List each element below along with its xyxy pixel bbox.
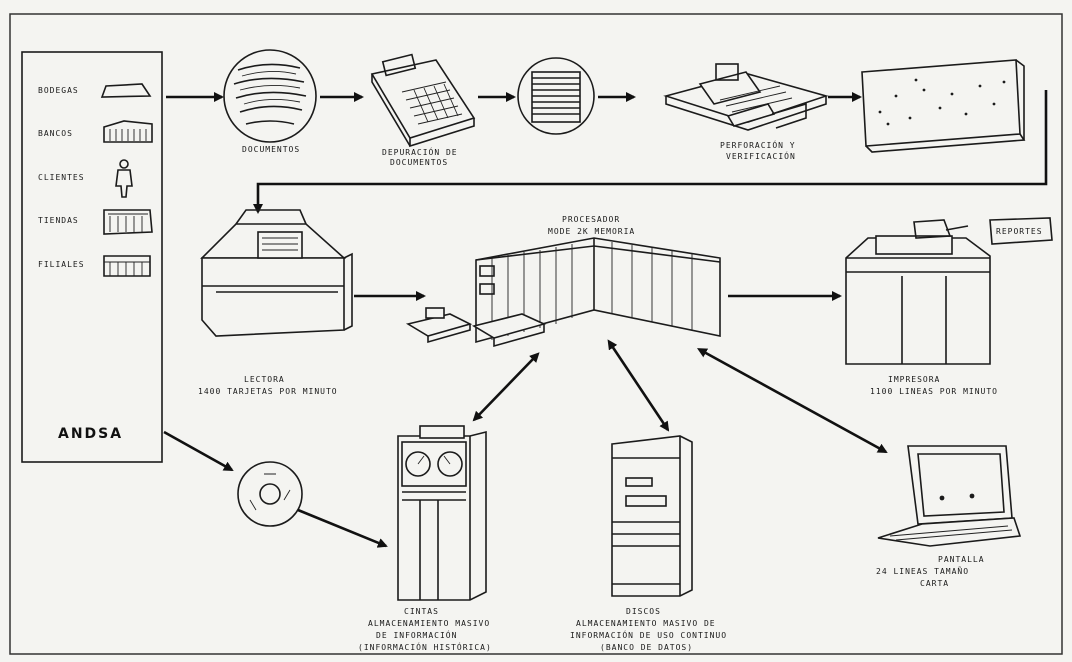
bidirectional-arrow-discos bbox=[612, 346, 668, 430]
impresora-node: REPORTES IMPRESORA 1100 LINEAS POR MINUT… bbox=[846, 218, 1052, 396]
sources-panel: BODEGAS BANCOS CLIENTES TIENDAS F bbox=[22, 52, 162, 462]
node-label: DOCUMENTOS bbox=[242, 145, 300, 154]
warehouse-icon bbox=[102, 84, 150, 97]
node-label-4: (INFORMACIÓN HISTÓRICA) bbox=[358, 641, 492, 652]
node-label-2: MODE 2K MEMORIA bbox=[548, 227, 635, 236]
source-label: BODEGAS bbox=[38, 86, 79, 95]
node-label-1: PROCESADOR bbox=[562, 215, 620, 224]
line-printer-icon bbox=[846, 220, 990, 364]
perforacion-node: PERFORACIÓN Y VERIFICACIÓN bbox=[666, 64, 826, 161]
video-terminal-icon bbox=[878, 446, 1020, 546]
node-label-1: IMPRESORA bbox=[888, 375, 940, 384]
mainframe-computer-icon bbox=[408, 238, 720, 346]
source-label: BANCOS bbox=[38, 129, 73, 138]
node-label-2: VERIFICACIÓN bbox=[726, 150, 796, 161]
procesador-node: PROCESADOR MODE 2K MEMORIA bbox=[408, 215, 720, 346]
node-label-2: DOCUMENTOS bbox=[390, 158, 448, 167]
node-label-2: 1400 TARJETAS POR MINUTO bbox=[198, 387, 338, 396]
source-filiales: FILIALES bbox=[38, 256, 150, 276]
disk-storage-icon bbox=[612, 436, 692, 596]
bidirectional-arrow-cintas bbox=[474, 358, 534, 420]
node-label-3: INFORMACIÓN DE USO CONTINUO bbox=[570, 629, 727, 640]
cintas-node: CINTAS ALMACENAMIENTO MASIVO DE INFORMAC… bbox=[358, 426, 492, 652]
node-label-1: DEPURACIÓN DE bbox=[382, 146, 458, 157]
source-label: TIENDAS bbox=[38, 216, 79, 225]
flow-arrow bbox=[164, 432, 232, 470]
node-label-2: ALMACENAMIENTO MASIVO DE bbox=[576, 619, 716, 628]
keypunch-machine-icon bbox=[666, 64, 826, 130]
branch-building-icon bbox=[104, 256, 150, 276]
card-stack-icon bbox=[518, 58, 594, 134]
card-deck-node bbox=[862, 60, 1024, 152]
source-bancos: BANCOS bbox=[38, 121, 152, 142]
node-label-2: 1100 LINEAS POR MINUTO bbox=[870, 387, 998, 396]
documentos-node: DOCUMENTOS bbox=[224, 50, 316, 154]
node-label-1: PANTALLA bbox=[938, 555, 985, 564]
person-icon bbox=[116, 160, 132, 197]
flow-arrow bbox=[298, 510, 386, 546]
bidirectional-arrow-pantalla bbox=[704, 352, 886, 452]
node-label-1: DISCOS bbox=[626, 607, 661, 616]
reportes-label: REPORTES bbox=[996, 227, 1043, 236]
source-clientes: CLIENTES bbox=[38, 160, 132, 197]
lectora-node: LECTORA 1400 TARJETAS POR MINUTO bbox=[198, 210, 352, 396]
documents-icon bbox=[224, 50, 316, 142]
bank-building-icon bbox=[104, 121, 152, 142]
calculator-icon bbox=[372, 55, 474, 146]
source-label: CLIENTES bbox=[38, 173, 85, 182]
source-label: FILIALES bbox=[38, 260, 85, 269]
punched-cards-node bbox=[518, 58, 594, 134]
punched-card-deck-icon bbox=[862, 60, 1024, 152]
tape-drive-icon bbox=[398, 426, 486, 600]
node-label-3: CARTA bbox=[920, 579, 949, 588]
node-label-3: DE INFORMACIÓN bbox=[376, 629, 457, 640]
depuracion-node: DEPURACIÓN DE DOCUMENTOS bbox=[372, 55, 474, 167]
discos-node: DISCOS ALMACENAMIENTO MASIVO DE INFORMAC… bbox=[570, 436, 727, 652]
node-label-2: 24 LINEAS TAMAÑO bbox=[876, 566, 969, 576]
store-icon bbox=[104, 210, 152, 234]
source-tiendas: TIENDAS bbox=[38, 210, 152, 234]
company-label: ANDSA bbox=[58, 426, 123, 442]
card-reader-icon bbox=[202, 210, 352, 336]
node-label-1: CINTAS bbox=[404, 607, 439, 616]
magnetic-tape-reel-icon bbox=[238, 462, 302, 526]
node-label-2: ALMACENAMIENTO MASIVO bbox=[368, 619, 490, 628]
node-label-1: LECTORA bbox=[244, 375, 285, 384]
tape-reel-node bbox=[238, 462, 302, 526]
source-bodegas: BODEGAS bbox=[38, 84, 150, 97]
node-label-1: PERFORACIÓN Y bbox=[720, 139, 796, 150]
node-label-4: (BANCO DE DATOS) bbox=[600, 643, 693, 652]
reportes-document: REPORTES bbox=[990, 218, 1052, 244]
pantalla-node: PANTALLA 24 LINEAS TAMAÑO CARTA bbox=[876, 446, 1020, 588]
